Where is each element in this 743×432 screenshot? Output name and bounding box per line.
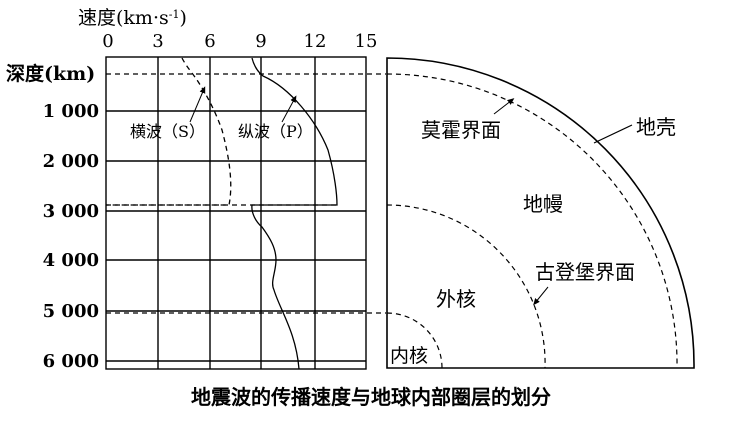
- speed-tick-9: 9: [255, 31, 266, 52]
- earth-quadrant: [386, 57, 695, 369]
- speed-axis-title: 速度(km·s-1): [78, 7, 187, 29]
- depth-axis-title: 深度(km): [6, 62, 95, 85]
- depth-tick-2000: 2 000: [43, 151, 99, 172]
- gutenberg-pointer: [533, 286, 549, 306]
- speed-tick-15: 15: [355, 31, 378, 52]
- chart-frame: [105, 56, 367, 370]
- p-wave-pointer: [281, 95, 297, 123]
- moho-label: 莫霍界面: [421, 118, 501, 142]
- p-wave-curve: [251, 57, 338, 370]
- moho-arc: [386, 73, 678, 369]
- s-wave-pointer: [189, 86, 206, 123]
- mantle-label: 地幔: [523, 192, 563, 216]
- depth-tick-5000: 5 000: [43, 301, 99, 322]
- boundary-lines: [106, 73, 386, 314]
- moho-pointer: [493, 98, 515, 115]
- crust-surface: [386, 57, 695, 369]
- inner-core-arc: [386, 312, 443, 369]
- p-wave-label: 纵波（P）: [238, 122, 313, 141]
- depth-tick-6000: 6 000: [43, 351, 99, 372]
- gutenberg-label: 古登堡界面: [535, 260, 635, 284]
- gutenberg-arc: [386, 204, 546, 369]
- speed-tick-12: 12: [304, 31, 327, 52]
- depth-tick-1000: 1 000: [43, 101, 99, 122]
- speed-tick-3: 3: [152, 31, 163, 52]
- chart-grid: [105, 56, 367, 370]
- speed-tick-labels: 0 3 6 9 12 15: [102, 31, 377, 52]
- speed-tick-6: 6: [204, 31, 215, 52]
- s-wave-label: 横波（S）: [130, 122, 205, 141]
- crust-pointer: [593, 124, 633, 144]
- inner-core-label: 内核: [390, 345, 428, 367]
- outer-core-label: 外核: [436, 287, 476, 311]
- depth-tick-3000: 3 000: [43, 201, 99, 222]
- crust-label: 地壳: [636, 115, 676, 139]
- speed-tick-0: 0: [102, 31, 113, 52]
- depth-tick-4000: 4 000: [43, 250, 99, 271]
- figure-caption: 地震波的传播速度与地球内部圈层的划分: [191, 385, 551, 409]
- depth-tick-labels: 1 000 2 000 3 000 4 000 5 000 6 000: [43, 101, 99, 372]
